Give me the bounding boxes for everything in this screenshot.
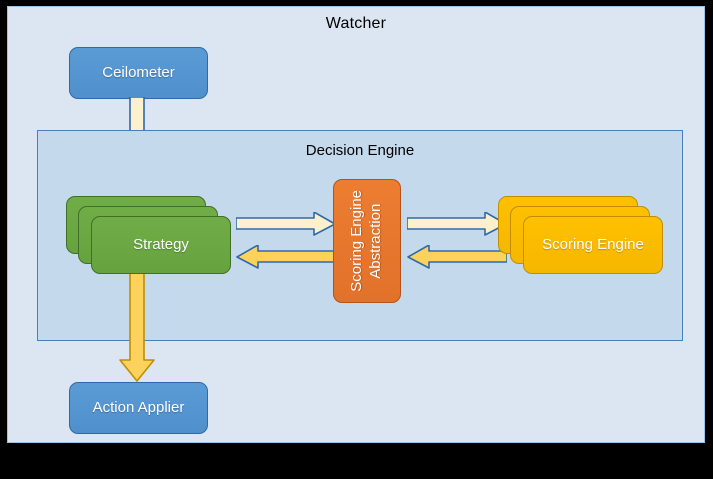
node-scoring-engine-stack[interactable]: Scoring Engine bbox=[498, 196, 663, 274]
node-action-applier[interactable]: Action Applier bbox=[69, 382, 208, 434]
node-scoring-engine-label: Scoring Engine bbox=[542, 236, 644, 254]
arrow-strategy-to-action-applier-icon bbox=[116, 271, 158, 384]
strategy-card-front[interactable]: Strategy bbox=[91, 216, 231, 274]
node-strategy-stack[interactable]: Strategy bbox=[66, 196, 231, 274]
node-abstraction-label-line2: Abstraction bbox=[367, 203, 384, 279]
node-ceilometer[interactable]: Ceilometer bbox=[69, 47, 208, 99]
node-strategy-label: Strategy bbox=[133, 236, 189, 254]
scoring-engine-card-front[interactable]: Scoring Engine bbox=[523, 216, 663, 274]
arrow-scoring-engine-to-abstraction-icon bbox=[407, 244, 508, 269]
node-abstraction-label-line1: Scoring Engine bbox=[348, 190, 366, 292]
decision-engine-title: Decision Engine bbox=[305, 142, 415, 159]
watcher-title: Watcher bbox=[325, 15, 387, 32]
arrow-strategy-to-abstraction-icon bbox=[235, 211, 336, 236]
arrow-abstraction-to-scoring-engine-icon bbox=[406, 211, 507, 236]
node-scoring-engine-abstraction[interactable]: Scoring Engine Abstraction bbox=[333, 179, 401, 303]
arrow-abstraction-to-strategy-icon bbox=[236, 244, 337, 269]
node-action-applier-label: Action Applier bbox=[92, 399, 185, 417]
node-ceilometer-label: Ceilometer bbox=[102, 64, 175, 82]
watcher-panel: Watcher Ceilometer Decision Engine Strat… bbox=[7, 6, 705, 443]
node-abstraction-label-group: Scoring Engine Abstraction bbox=[348, 190, 386, 292]
